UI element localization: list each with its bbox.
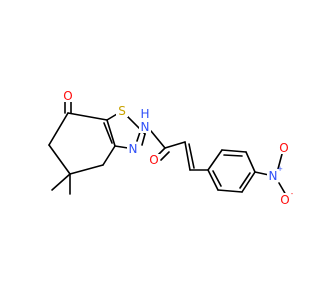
- bond-c4-c3a: [102, 145, 116, 166]
- nitro-nitrogen-label: N: [269, 169, 278, 183]
- bond-ar-inner-b: [239, 172, 251, 189]
- bond-c3a-c7a-double: [103, 122, 113, 144]
- amide-nitrogen-label: N: [141, 120, 150, 134]
- bond-c2-n3: [141, 133, 146, 146]
- bond-layer: [48, 95, 287, 196]
- bond-alkene: [184, 141, 191, 171]
- bond-nh-carbonyl: [150, 130, 166, 149]
- bond-ar-5-6: [217, 189, 243, 193]
- bond-c3a-n3: [114, 145, 129, 149]
- bond-alkene-double: [188, 143, 195, 169]
- bond-ar-4-5: [241, 171, 256, 193]
- bond-ar-6-1: [207, 169, 219, 191]
- bond-c5-c4: [69, 164, 104, 175]
- nitro-oxygen-top-label: O: [279, 141, 288, 155]
- bond-c7-c6: [48, 112, 69, 146]
- amide-oxygen-label: O: [149, 153, 158, 167]
- bond-ar-1-2: [207, 149, 223, 171]
- bond-ar-inner-a: [223, 154, 243, 157]
- bond-ar-2-3: [221, 149, 247, 153]
- atom-label-layer: O S N H N O N + O O -: [61, 89, 294, 207]
- nitro-oxygen-bottom-charge: -: [291, 190, 294, 198]
- bond-carbonyl-alpha: [164, 141, 186, 149]
- ketone-oxygen-label: O: [63, 89, 72, 103]
- bond-c6-c5: [48, 144, 71, 175]
- thiazole-nitrogen-label: N: [129, 142, 138, 156]
- bond-ar-3-4: [245, 151, 256, 173]
- bond-ar-inner-c: [212, 170, 222, 187]
- thiazole-sulfur-label: S: [118, 104, 126, 118]
- bond-c3a-c7a: [106, 119, 116, 147]
- bond-c7-c7a: [67, 112, 108, 121]
- bond-methyl-1: [51, 173, 71, 191]
- bond-carbonyl-oxygen-a: [157, 147, 166, 156]
- amide-hydrogen-label: H: [140, 107, 149, 121]
- bond-nitro-oxygen-top: [277, 153, 283, 170]
- nitro-oxygen-bottom-label: O: [280, 193, 289, 207]
- nitro-nitrogen-charge: +: [277, 165, 283, 173]
- bond-ar-nitro: [254, 171, 270, 176]
- molecule-structure: O S N H N O N + O O -: [48, 89, 294, 207]
- bond-carbonyl-oxygen-b: [160, 151, 170, 161]
